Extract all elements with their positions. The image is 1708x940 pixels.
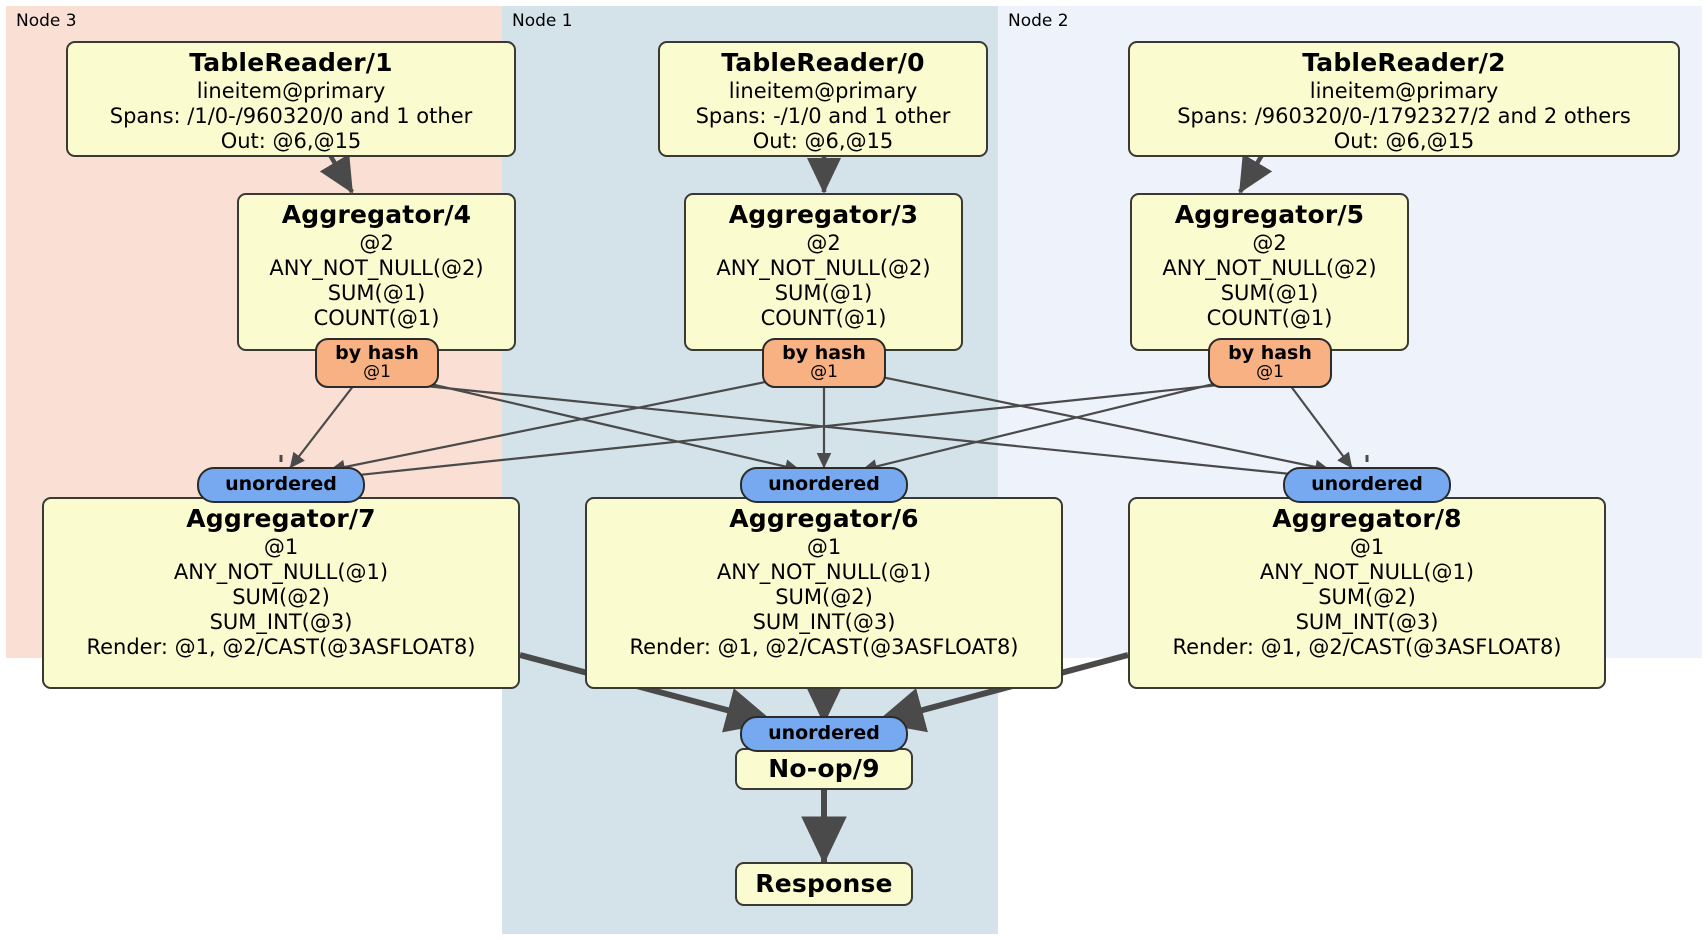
processor-line: ANY_NOT_NULL(@2) [716, 255, 931, 280]
node-panel-label: Node 2 [1008, 11, 1069, 31]
synchronizer-label: unordered [768, 722, 880, 745]
synchronizer-unordered-final[interactable]: unordered [740, 716, 908, 752]
processor-line: Render: @1, @2/CAST(@3ASFLOAT8) [629, 635, 1019, 660]
synchronizer-unordered-left[interactable]: unordered [197, 467, 365, 503]
processor-line: Render: @1, @2/CAST(@3ASFLOAT8) [1172, 635, 1562, 660]
processor-title: Aggregator/7 [186, 504, 376, 533]
processor-aggregator-7[interactable]: Aggregator/7 @1 ANY_NOT_NULL(@1) SUM(@2)… [42, 497, 520, 689]
processor-line: SUM(@2) [232, 584, 330, 609]
processor-line: Out: @6,@15 [752, 128, 894, 153]
router-sublabel: @1 [363, 362, 391, 383]
synchronizer-label: unordered [1311, 473, 1423, 496]
processor-line: SUM(@1) [1220, 280, 1319, 305]
processor-line: Out: @6,@15 [1333, 128, 1475, 153]
processor-line: SUM(@2) [775, 584, 873, 609]
router-sublabel: @1 [1256, 362, 1284, 383]
processor-title: Aggregator/5 [1174, 200, 1365, 229]
processor-line: SUM(@1) [774, 280, 873, 305]
processor-response[interactable]: Response [735, 862, 913, 906]
processor-title: Aggregator/4 [281, 200, 472, 229]
node-panel-label: Node 1 [512, 11, 573, 31]
processor-aggregator-4[interactable]: Aggregator/4 @2 ANY_NOT_NULL(@2) SUM(@1)… [237, 193, 516, 351]
processor-line: @1 [263, 534, 299, 559]
processor-line: COUNT(@1) [1206, 306, 1333, 331]
synchronizer-label: unordered [225, 473, 337, 496]
processor-title: Aggregator/3 [728, 200, 919, 229]
processor-aggregator-5[interactable]: Aggregator/5 @2 ANY_NOT_NULL(@2) SUM(@1)… [1130, 193, 1409, 351]
processor-line: SUM_INT(@3) [209, 610, 353, 635]
processor-tablereader-0[interactable]: TableReader/0 lineitem@primary Spans: -/… [658, 41, 988, 157]
processor-line: ANY_NOT_NULL(@1) [173, 559, 389, 584]
processor-line: SUM(@2) [1318, 584, 1416, 609]
processor-line: Spans: /1/0-/960320/0 and 1 other [109, 103, 473, 128]
processor-line: COUNT(@1) [313, 306, 440, 331]
processor-line: ANY_NOT_NULL(@2) [269, 255, 484, 280]
processor-aggregator-3[interactable]: Aggregator/3 @2 ANY_NOT_NULL(@2) SUM(@1)… [684, 193, 963, 351]
processor-aggregator-8[interactable]: Aggregator/8 @1 ANY_NOT_NULL(@1) SUM(@2)… [1128, 497, 1606, 689]
processor-line: Out: @6,@15 [220, 128, 362, 153]
processor-line: COUNT(@1) [760, 306, 887, 331]
processor-line: ANY_NOT_NULL(@1) [716, 559, 932, 584]
processor-title: TableReader/2 [1302, 48, 1506, 77]
router-by-hash-left[interactable]: by hash @1 [315, 338, 439, 388]
processor-title: Aggregator/8 [1272, 504, 1462, 533]
processor-title: Aggregator/6 [729, 504, 919, 533]
processor-title: Response [755, 868, 893, 898]
processor-line: Render: @1, @2/CAST(@3ASFLOAT8) [86, 635, 476, 660]
router-by-hash-right[interactable]: by hash @1 [1208, 338, 1332, 388]
processor-no-op-9[interactable]: No-op/9 [735, 748, 913, 790]
router-label: by hash [335, 342, 419, 365]
processor-tablereader-2[interactable]: TableReader/2 lineitem@primary Spans: /9… [1128, 41, 1680, 157]
processor-line: Spans: /960320/0-/1792327/2 and 2 others [1177, 103, 1631, 128]
processor-line: lineitem@primary [1309, 78, 1499, 103]
processor-line: @1 [1349, 534, 1385, 559]
processor-line: lineitem@primary [728, 78, 918, 103]
synchronizer-unordered-right[interactable]: unordered [1283, 467, 1451, 503]
processor-line: @2 [1252, 230, 1287, 255]
router-label: by hash [1228, 342, 1312, 365]
processor-line: @2 [806, 230, 841, 255]
node-panel-label: Node 3 [16, 11, 77, 31]
processor-line: @2 [359, 230, 394, 255]
processor-title: TableReader/1 [189, 48, 393, 77]
router-label: by hash [782, 342, 866, 365]
processor-line: SUM_INT(@3) [1295, 610, 1439, 635]
synchronizer-unordered-center[interactable]: unordered [740, 467, 908, 503]
processor-line: Spans: -/1/0 and 1 other [695, 103, 951, 128]
processor-line: SUM(@1) [327, 280, 426, 305]
processor-title: TableReader/0 [721, 48, 925, 77]
router-sublabel: @1 [810, 362, 838, 383]
synchronizer-label: unordered [768, 473, 880, 496]
processor-line: lineitem@primary [196, 78, 386, 103]
processor-tablereader-1[interactable]: TableReader/1 lineitem@primary Spans: /1… [66, 41, 516, 157]
processor-line: SUM_INT(@3) [752, 610, 896, 635]
processor-line: @1 [806, 534, 842, 559]
router-by-hash-center[interactable]: by hash @1 [762, 338, 886, 388]
processor-line: ANY_NOT_NULL(@2) [1162, 255, 1377, 280]
processor-line: ANY_NOT_NULL(@1) [1259, 559, 1475, 584]
processor-aggregator-6[interactable]: Aggregator/6 @1 ANY_NOT_NULL(@1) SUM(@2)… [585, 497, 1063, 689]
processor-title: No-op/9 [768, 753, 880, 783]
